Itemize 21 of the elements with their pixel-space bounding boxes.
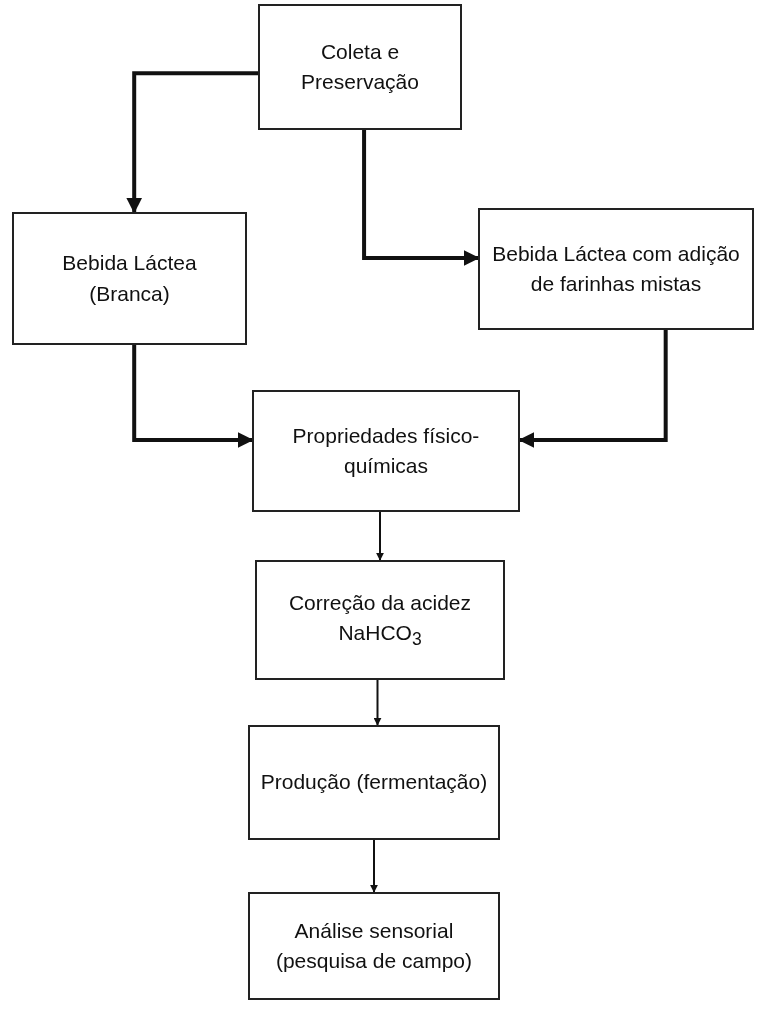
step-label: Propriedades físico-químicas xyxy=(292,423,480,477)
arrow xyxy=(126,71,258,214)
process-box xyxy=(255,560,505,680)
process-box xyxy=(248,725,500,840)
step-label: Produção (fermentação) xyxy=(260,770,488,794)
step-label: Coleta e Preservação xyxy=(301,39,419,93)
step-label: Bebida Láctea (Branca) xyxy=(62,251,197,305)
step-label: Correção da acidez NaHCO$_{3}$ xyxy=(288,590,472,644)
step-label: Análise sensorial (pesquisa de campo) xyxy=(275,918,473,972)
process-box xyxy=(252,390,520,512)
arrow xyxy=(373,679,382,726)
step-label: Bebida Láctea com adição de farinhas mistas xyxy=(492,241,740,295)
arrow xyxy=(518,330,668,448)
arrow xyxy=(132,345,254,448)
arrow xyxy=(362,130,480,266)
arrow xyxy=(370,839,378,893)
process-box xyxy=(478,208,754,330)
process-box xyxy=(248,892,500,1000)
process-box xyxy=(12,212,247,345)
process-box xyxy=(258,4,462,130)
arrow xyxy=(376,511,384,561)
